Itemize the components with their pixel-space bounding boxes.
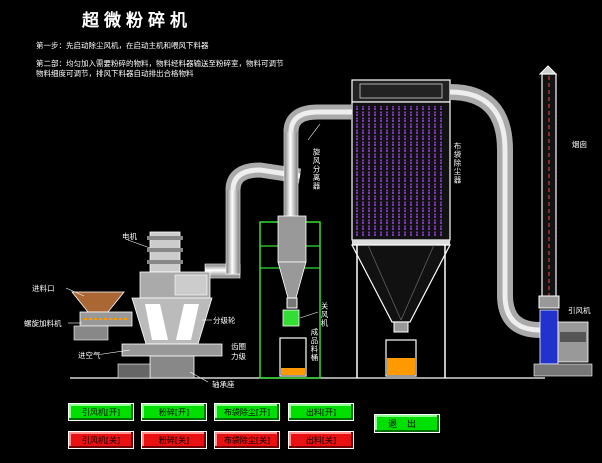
grinder-on-button[interactable]: 粉碎[开] bbox=[141, 403, 207, 421]
ducting bbox=[204, 84, 541, 338]
step-2-text: 第二部：均匀加入需要粉碎的物料，物料经料器输送至粉碎室，物料可调节 bbox=[36, 59, 284, 68]
chimney bbox=[538, 65, 560, 309]
label-chimney: 烟囱 bbox=[572, 140, 587, 149]
step-1-text: 第一步：先启动除尘风机，在启动主机和喂风下料器 bbox=[36, 41, 209, 50]
label-bearing-seat: 轴承座 bbox=[212, 380, 235, 389]
label-induced-fan: 引风机 bbox=[568, 306, 591, 315]
induced-fan bbox=[533, 309, 593, 377]
label-bag-filter: 布袋除尘器 bbox=[453, 142, 462, 185]
label-screw-feeder: 螺旋加料机 bbox=[24, 319, 62, 328]
label-classifier: 分级轮 bbox=[213, 316, 236, 325]
label-motor: 电机 bbox=[122, 232, 137, 241]
grinder-unit bbox=[71, 231, 223, 379]
exit-button[interactable]: 退出 bbox=[374, 414, 440, 433]
cyclone-unit bbox=[259, 215, 321, 379]
bag-filter-off-button[interactable]: 布袋除尘[关] bbox=[214, 431, 280, 449]
discharge-off-button[interactable]: 出料[关] bbox=[288, 431, 354, 449]
induced-fan-off-button[interactable]: 引风机[关] bbox=[68, 431, 134, 449]
bag-filter-unit bbox=[351, 79, 451, 378]
grinder-off-button[interactable]: 粉碎[关] bbox=[141, 431, 207, 449]
bag-filter-on-button[interactable]: 布袋除尘[开] bbox=[214, 403, 280, 421]
induced-fan-on-button[interactable]: 引风机[开] bbox=[68, 403, 134, 421]
page-title: 超微粉碎机 bbox=[82, 11, 192, 31]
label-gear-ring: 齿圈 bbox=[231, 342, 246, 351]
label-cyclone: 旋风分离器 bbox=[312, 148, 321, 191]
label-finished-bin: 成品料桶 bbox=[310, 328, 319, 362]
step-3-text: 物料细度可调节，排风下料器自动排出合格物料 bbox=[36, 69, 194, 78]
label-power-stage: 力级 bbox=[231, 352, 246, 361]
label-feed-inlet: 进料口 bbox=[32, 284, 55, 293]
leader-lines bbox=[65, 123, 321, 383]
discharge-on-button[interactable]: 出料[开] bbox=[288, 403, 354, 421]
label-air-inlet: 进空气 bbox=[78, 351, 101, 360]
label-shutoff-fan: 关风机 bbox=[320, 302, 329, 328]
